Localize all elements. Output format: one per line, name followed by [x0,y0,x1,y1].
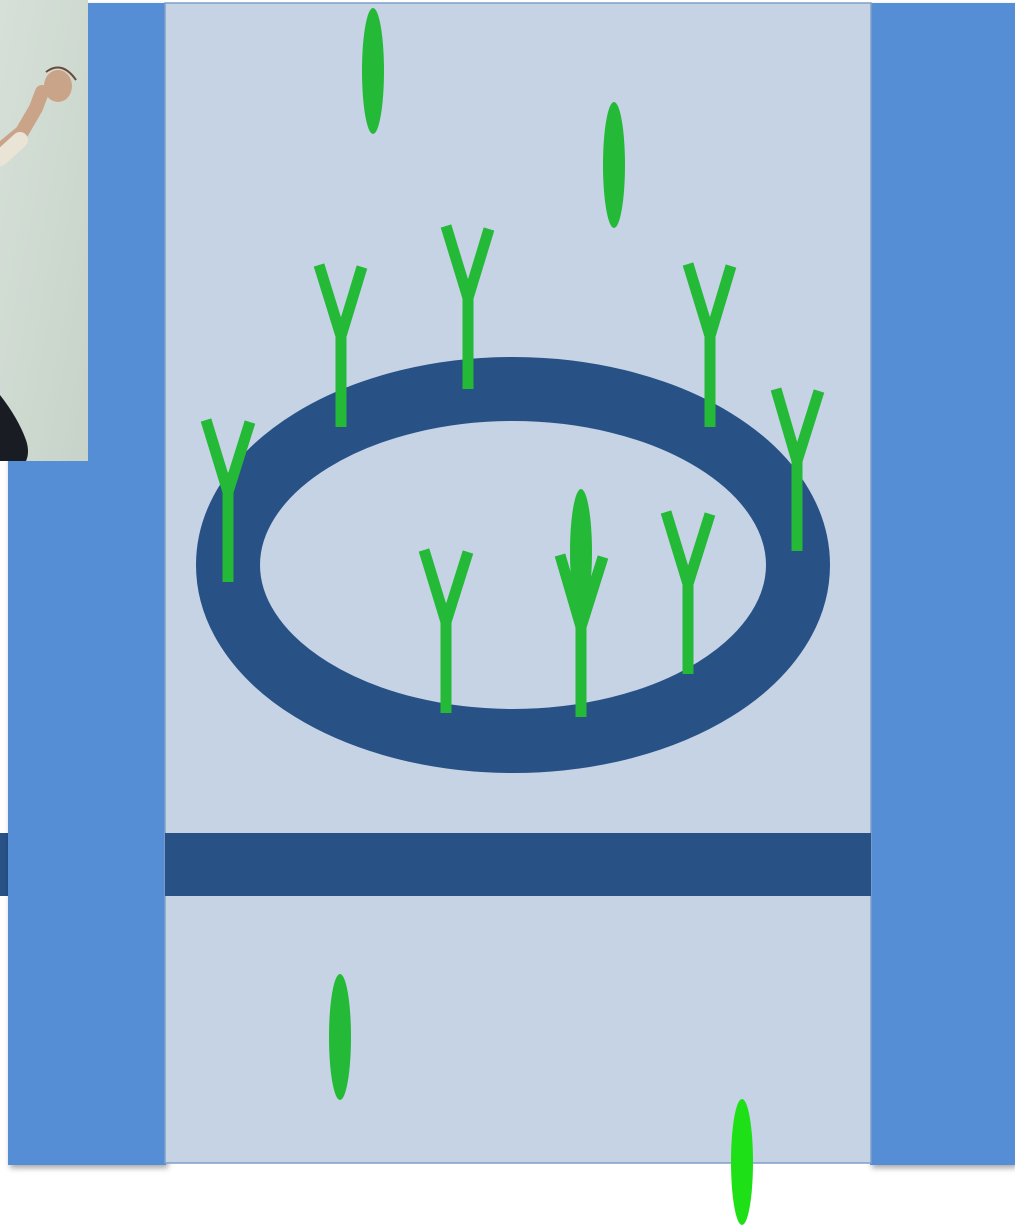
particle [329,974,351,1100]
membrane-band [165,833,871,896]
particle [603,102,625,228]
outer-panel-right [870,3,1015,1165]
bound-particle [570,489,592,615]
particle [362,8,384,134]
person-photo [0,0,88,461]
particle [731,1099,753,1225]
